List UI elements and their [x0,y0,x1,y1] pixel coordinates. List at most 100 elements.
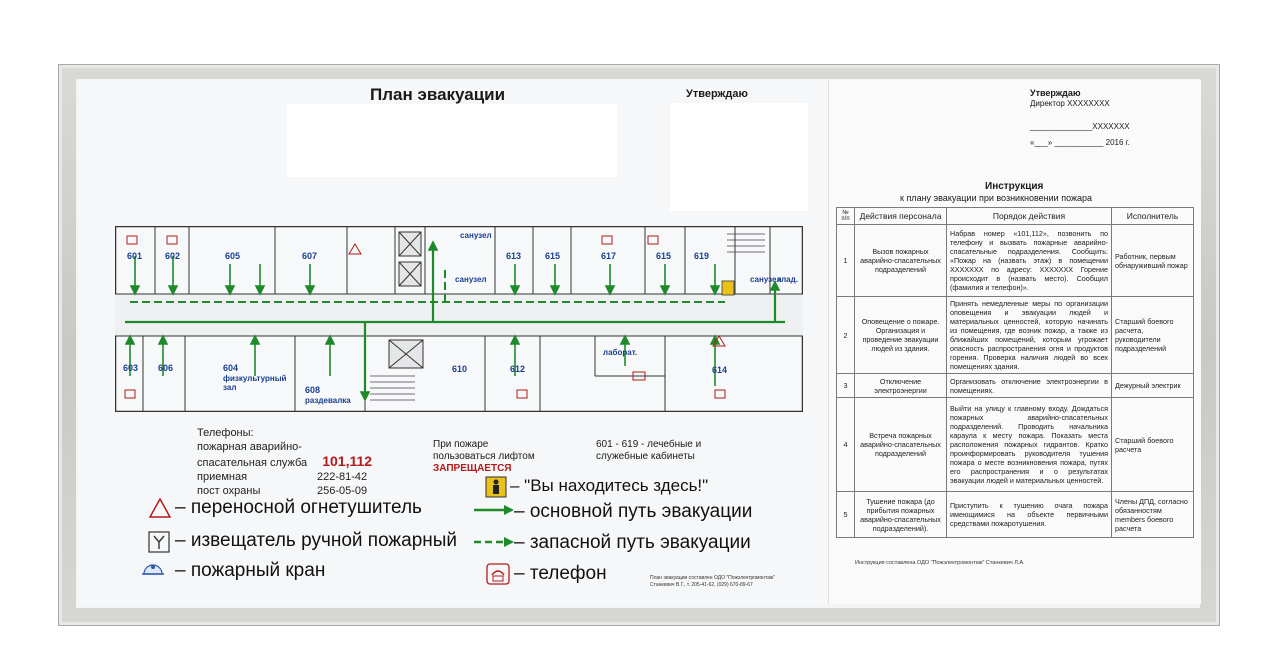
legend-spare-route: – запасной путь эвакуации [514,532,751,553]
main-route-icon [474,505,514,515]
you-are-here-icon [485,476,507,498]
room-607: 607 [302,251,317,261]
wc-label-1: санузел [460,231,492,240]
room-608: 608 [305,385,320,395]
fire-hydrant-icon [142,564,164,575]
phones-line3: приемная 222-81-42 [197,470,372,484]
instruction-subtitle: к плану эвакуации при возникновении пожа… [900,193,1093,203]
lift-warning: При пожаре пользоваться лифтом ЗАПРЕЩАЕТ… [433,439,535,475]
lift-line3: ЗАПРЕЩАЕТСЯ [433,463,512,474]
spare-route-icon [474,537,514,547]
legend-phone: – телефон [514,563,607,584]
author-note: План эвакуации составлен ОДО "Пожэлектро… [650,575,775,589]
phones-block: Телефоны: пожарная аварийно- спасательна… [197,426,372,498]
room-619: 619 [694,251,709,261]
table-row: 4 Встреча пожарных аварийно-спасательных… [836,397,1194,492]
row3-action: Отключение электроэнергии [854,373,947,398]
author-line1: План эвакуации составлен ОДО "Пожэлектро… [650,575,776,581]
approval-sign: ______________XXXXXXX [1030,122,1130,131]
approval-title: Утверждаю [1030,88,1081,98]
plan-title: План эвакуации [370,85,506,104]
instruction-footer: Инструкция составлена ОДО "Пожэлектромон… [855,560,1025,566]
lift-line1: При пожаре [433,439,489,450]
row1-num: 1 [836,224,855,297]
row2-order: Принять немедленные меры по организации … [946,296,1112,374]
locker-label: раздевалка [305,396,351,405]
row4-order: Выйти на улицу к главному входу. Дождать… [946,397,1112,492]
phone-icon [486,563,510,585]
table-row: 3 Отключение электроэнергии Организовать… [836,373,1194,398]
row5-action: Тушение пожара (до прибытия пожарных ава… [854,491,947,538]
redacted-block [287,104,617,177]
storage-label: клад. [777,275,798,284]
row3-executor: Дежурный электрик [1111,373,1194,398]
row1-order: Набрав номер «101,112», позвонить по тел… [946,224,1112,297]
legend-extinguisher: – переносной огнетушитель [175,497,422,518]
row5-executor: Члены ДПД, согласно обязанностям members… [1111,491,1194,538]
extinguisher-icon [148,497,172,518]
wc-label-2: санузел [455,275,487,284]
instruction-table: № п/п Действия персонала Порядок действи… [836,207,1194,538]
row1-action: Вызов пожарных аварийно-спасательных под… [854,224,947,297]
row1-executor: Работник, первым обнаруживший пожар [1111,224,1194,297]
row3-num: 3 [836,373,855,398]
row2-num: 2 [836,296,855,374]
table-header-row: № п/п Действия персонала Порядок действи… [836,207,1194,225]
lift-line2: пользоваться лифтом [433,451,535,462]
row5-num: 5 [836,491,855,538]
room-604: 604 [223,363,238,373]
room-610: 610 [452,364,467,374]
room-603: 603 [123,363,138,373]
author-line2: Станкевич В.Г., т. 205-41-62, (029) 670-… [650,582,753,588]
floor-plan: 601 602 605 607 613 615 617 615 619 603 … [115,226,803,412]
room-606: 606 [158,363,173,373]
room-601: 601 [127,251,142,261]
row4-action: Встреча пожарных аварийно-спасательных п… [854,397,947,492]
approve-label: Утверждаю [686,88,748,100]
cabinets-line1: 601 - 619 - лечебные и [596,439,702,450]
header-num: № п/п [836,207,855,225]
cabinets-note: 601 - 619 - лечебные и служебные кабинет… [596,439,701,463]
phones-line4-value: 256-05-09 [317,485,368,497]
row2-action: Оповещение о пожаре. Организация и прове… [854,296,947,374]
table-row: 5 Тушение пожара (до прибытия пожарных а… [836,491,1194,538]
approval-director: Директор XXXXXXXX [1030,99,1110,108]
row3-order: Организовать отключение электроэнергии в… [946,373,1112,398]
instruction-title: Инструкция [985,181,1044,192]
legend-main-route: – основной путь эвакуации [514,501,753,522]
phones-line1: пожарная аварийно- [197,441,302,453]
fire-alarm-icon [148,531,170,553]
table-row: 1 Вызов пожарных аварийно-спасательных п… [836,224,1194,297]
room-602: 602 [165,251,180,261]
legend-detector: – извещатель ручной пожарный [175,530,458,551]
phones-line4: пост охраны 256-05-09 [197,484,372,498]
header-executor: Исполнитель [1111,207,1194,225]
room-615b: 615 [656,251,671,261]
room-614: 614 [712,365,727,375]
row2-executor: Старший боевого расчета, руководители по… [1111,296,1194,374]
room-605: 605 [225,251,240,261]
phones-line4-label: пост охраны [197,485,261,497]
legend-hydrant: – пожарный кран [175,560,326,581]
gym-label-2: зал [223,383,236,392]
row4-executor: Старший боевого расчета [1111,397,1194,492]
phones-line2-label: спасательная служба [197,457,308,469]
gym-label-1: физкультурный [223,374,287,383]
wc-label-3: санузел [750,275,782,284]
room-617: 617 [601,251,616,261]
room-612: 612 [510,364,525,374]
room-613: 613 [506,251,521,261]
phones-title: Телефоны: [197,427,254,439]
cabinets-line2: служебные кабинеты [596,451,695,462]
header-order: Порядок действия [946,207,1112,225]
approval-date: «___» ___________ 2016 г. [1030,138,1130,147]
redacted-block-2 [670,103,808,211]
lab-label: лаборат. [603,348,637,357]
phones-line3-value: 222-81-42 [317,471,368,483]
legend-here: – "Вы находитесь здесь!" [510,476,709,495]
row5-order: Приступить к тушению очага пожара имеющи… [946,491,1112,538]
phones-line3-label: приемная [197,471,248,483]
phones-line2: спасательная служба 101,112 [197,454,372,470]
row4-num: 4 [836,397,855,492]
header-action: Действия персонала [854,207,947,225]
